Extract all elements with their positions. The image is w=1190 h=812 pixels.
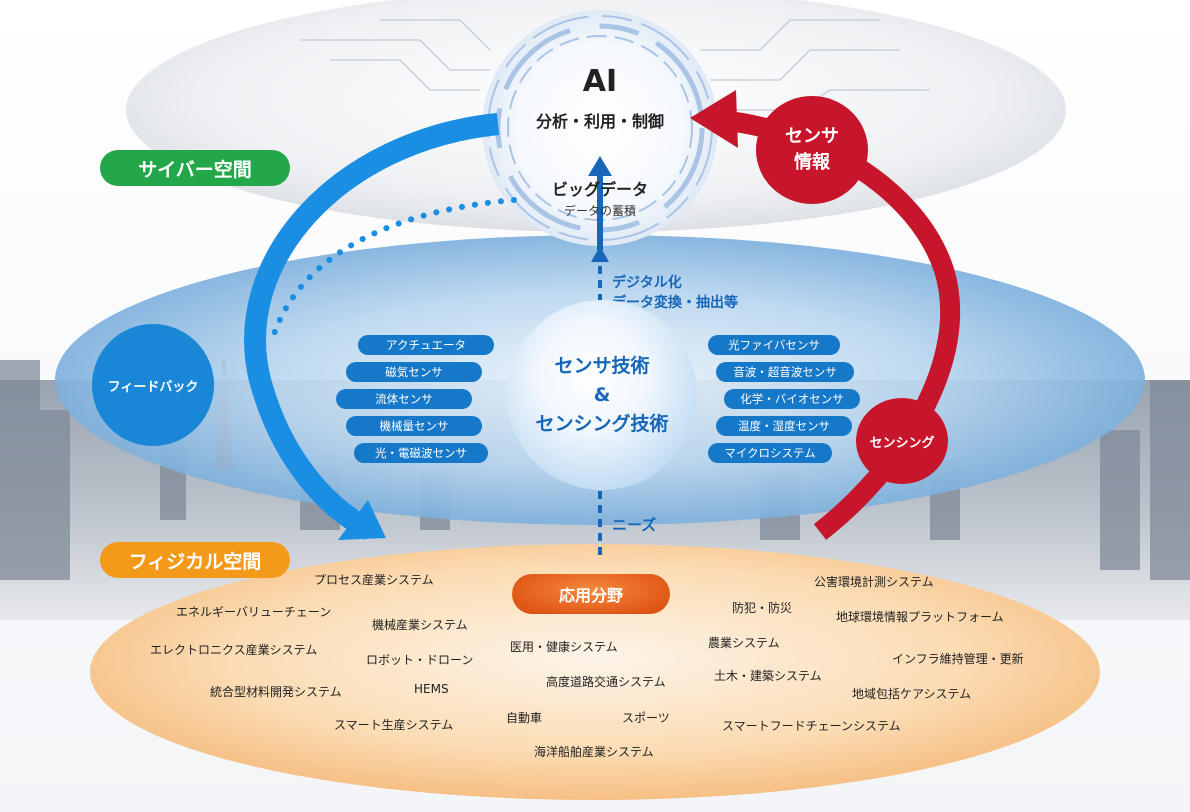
app-item: ロボット・ドローン xyxy=(366,653,474,667)
app-item: 機械産業システム xyxy=(372,618,468,632)
tag-acoustic-sensor: 音波・超音波センサ xyxy=(716,362,854,382)
app-item: 高度道路交通システム xyxy=(546,675,666,689)
sensor-info-line2: 情報 xyxy=(794,152,830,173)
app-item: 医用・健康システム xyxy=(510,640,618,654)
core-line2: & xyxy=(593,383,611,406)
digitize-line1: デジタル化 xyxy=(612,275,682,291)
feedback-circle: フィードバック xyxy=(92,324,214,446)
tag-chem-bio-sensor: 化学・バイオセンサ xyxy=(724,389,860,409)
tag-microsystem: マイクロシステム xyxy=(708,443,832,463)
app-item: 海洋船舶産業システム xyxy=(534,745,654,759)
sensor-info-circle: センサ 情報 xyxy=(756,96,868,204)
app-item: スポーツ xyxy=(622,711,670,725)
ai-subtitle: 分析・利用・制御 xyxy=(535,112,664,131)
tag-mechanical-sensor: 機械量センサ xyxy=(346,416,482,436)
app-item: 地域包括ケアシステム xyxy=(852,687,972,701)
core-line1: センサ技術 xyxy=(554,354,650,377)
tag-optical-em-sensor: 光・電磁波センサ xyxy=(354,443,488,463)
app-item: 自動車 xyxy=(506,711,543,725)
physical-space-label: フィジカル空間 xyxy=(100,542,290,578)
ai-hub-circle xyxy=(482,10,718,246)
app-item: HEMS xyxy=(414,682,449,696)
city-buildings xyxy=(0,360,1190,580)
bigdata-title: ビッグデータ xyxy=(551,180,648,199)
tag-temp-humidity-sensor: 温度・湿度センサ xyxy=(716,416,852,436)
control-arrow xyxy=(244,113,500,540)
control-arrowhead xyxy=(338,500,386,540)
sensing-circle: センシング xyxy=(856,398,948,484)
app-item: プロセス産業システム xyxy=(314,573,434,587)
app-item: 統合型材料開発システム xyxy=(210,685,342,699)
app-item: インフラ維持管理・更新 xyxy=(892,652,1024,666)
app-item: スマートフードチェーンシステム xyxy=(722,719,901,733)
core-line3: センシング技術 xyxy=(535,412,669,435)
digitize-line2: データ変換・抽出等 xyxy=(612,295,738,311)
tag-actuator: アクチュエータ xyxy=(358,335,494,355)
bigdata-subtitle: データの蓄積 xyxy=(563,204,636,218)
feedback-dotted-arrow xyxy=(269,197,517,343)
cyber-space-label: サイバー空間 xyxy=(100,150,290,186)
tag-fluid-sensor: 流体センサ xyxy=(336,389,472,409)
app-item: エネルギーバリューチェーン xyxy=(176,605,332,619)
sensor-info-arrowhead xyxy=(690,90,738,148)
sensor-info-line1: センサ xyxy=(785,126,839,147)
sensor-tech-core: センサ技術 & センシング技術 xyxy=(507,300,697,490)
app-item: 地球環境情報プラットフォーム xyxy=(836,610,1004,624)
app-item: エレクトロニクス産業システム xyxy=(150,643,318,657)
app-item: 土木・建築システム xyxy=(714,669,822,683)
ai-title: AI xyxy=(582,64,618,99)
tag-magnetic-sensor: 磁気センサ xyxy=(346,362,482,382)
application-title: 応用分野 xyxy=(512,574,670,614)
tag-fiber-sensor: 光ファイバセンサ xyxy=(708,335,840,355)
app-item: スマート生産システム xyxy=(334,718,454,732)
app-item: 防犯・防災 xyxy=(732,601,793,615)
physical-space-ellipse xyxy=(90,544,1100,800)
needs-label: ニーズ xyxy=(612,516,657,534)
app-item: 農業システム xyxy=(708,636,780,650)
app-item: 公害環境計測システム xyxy=(814,575,934,589)
